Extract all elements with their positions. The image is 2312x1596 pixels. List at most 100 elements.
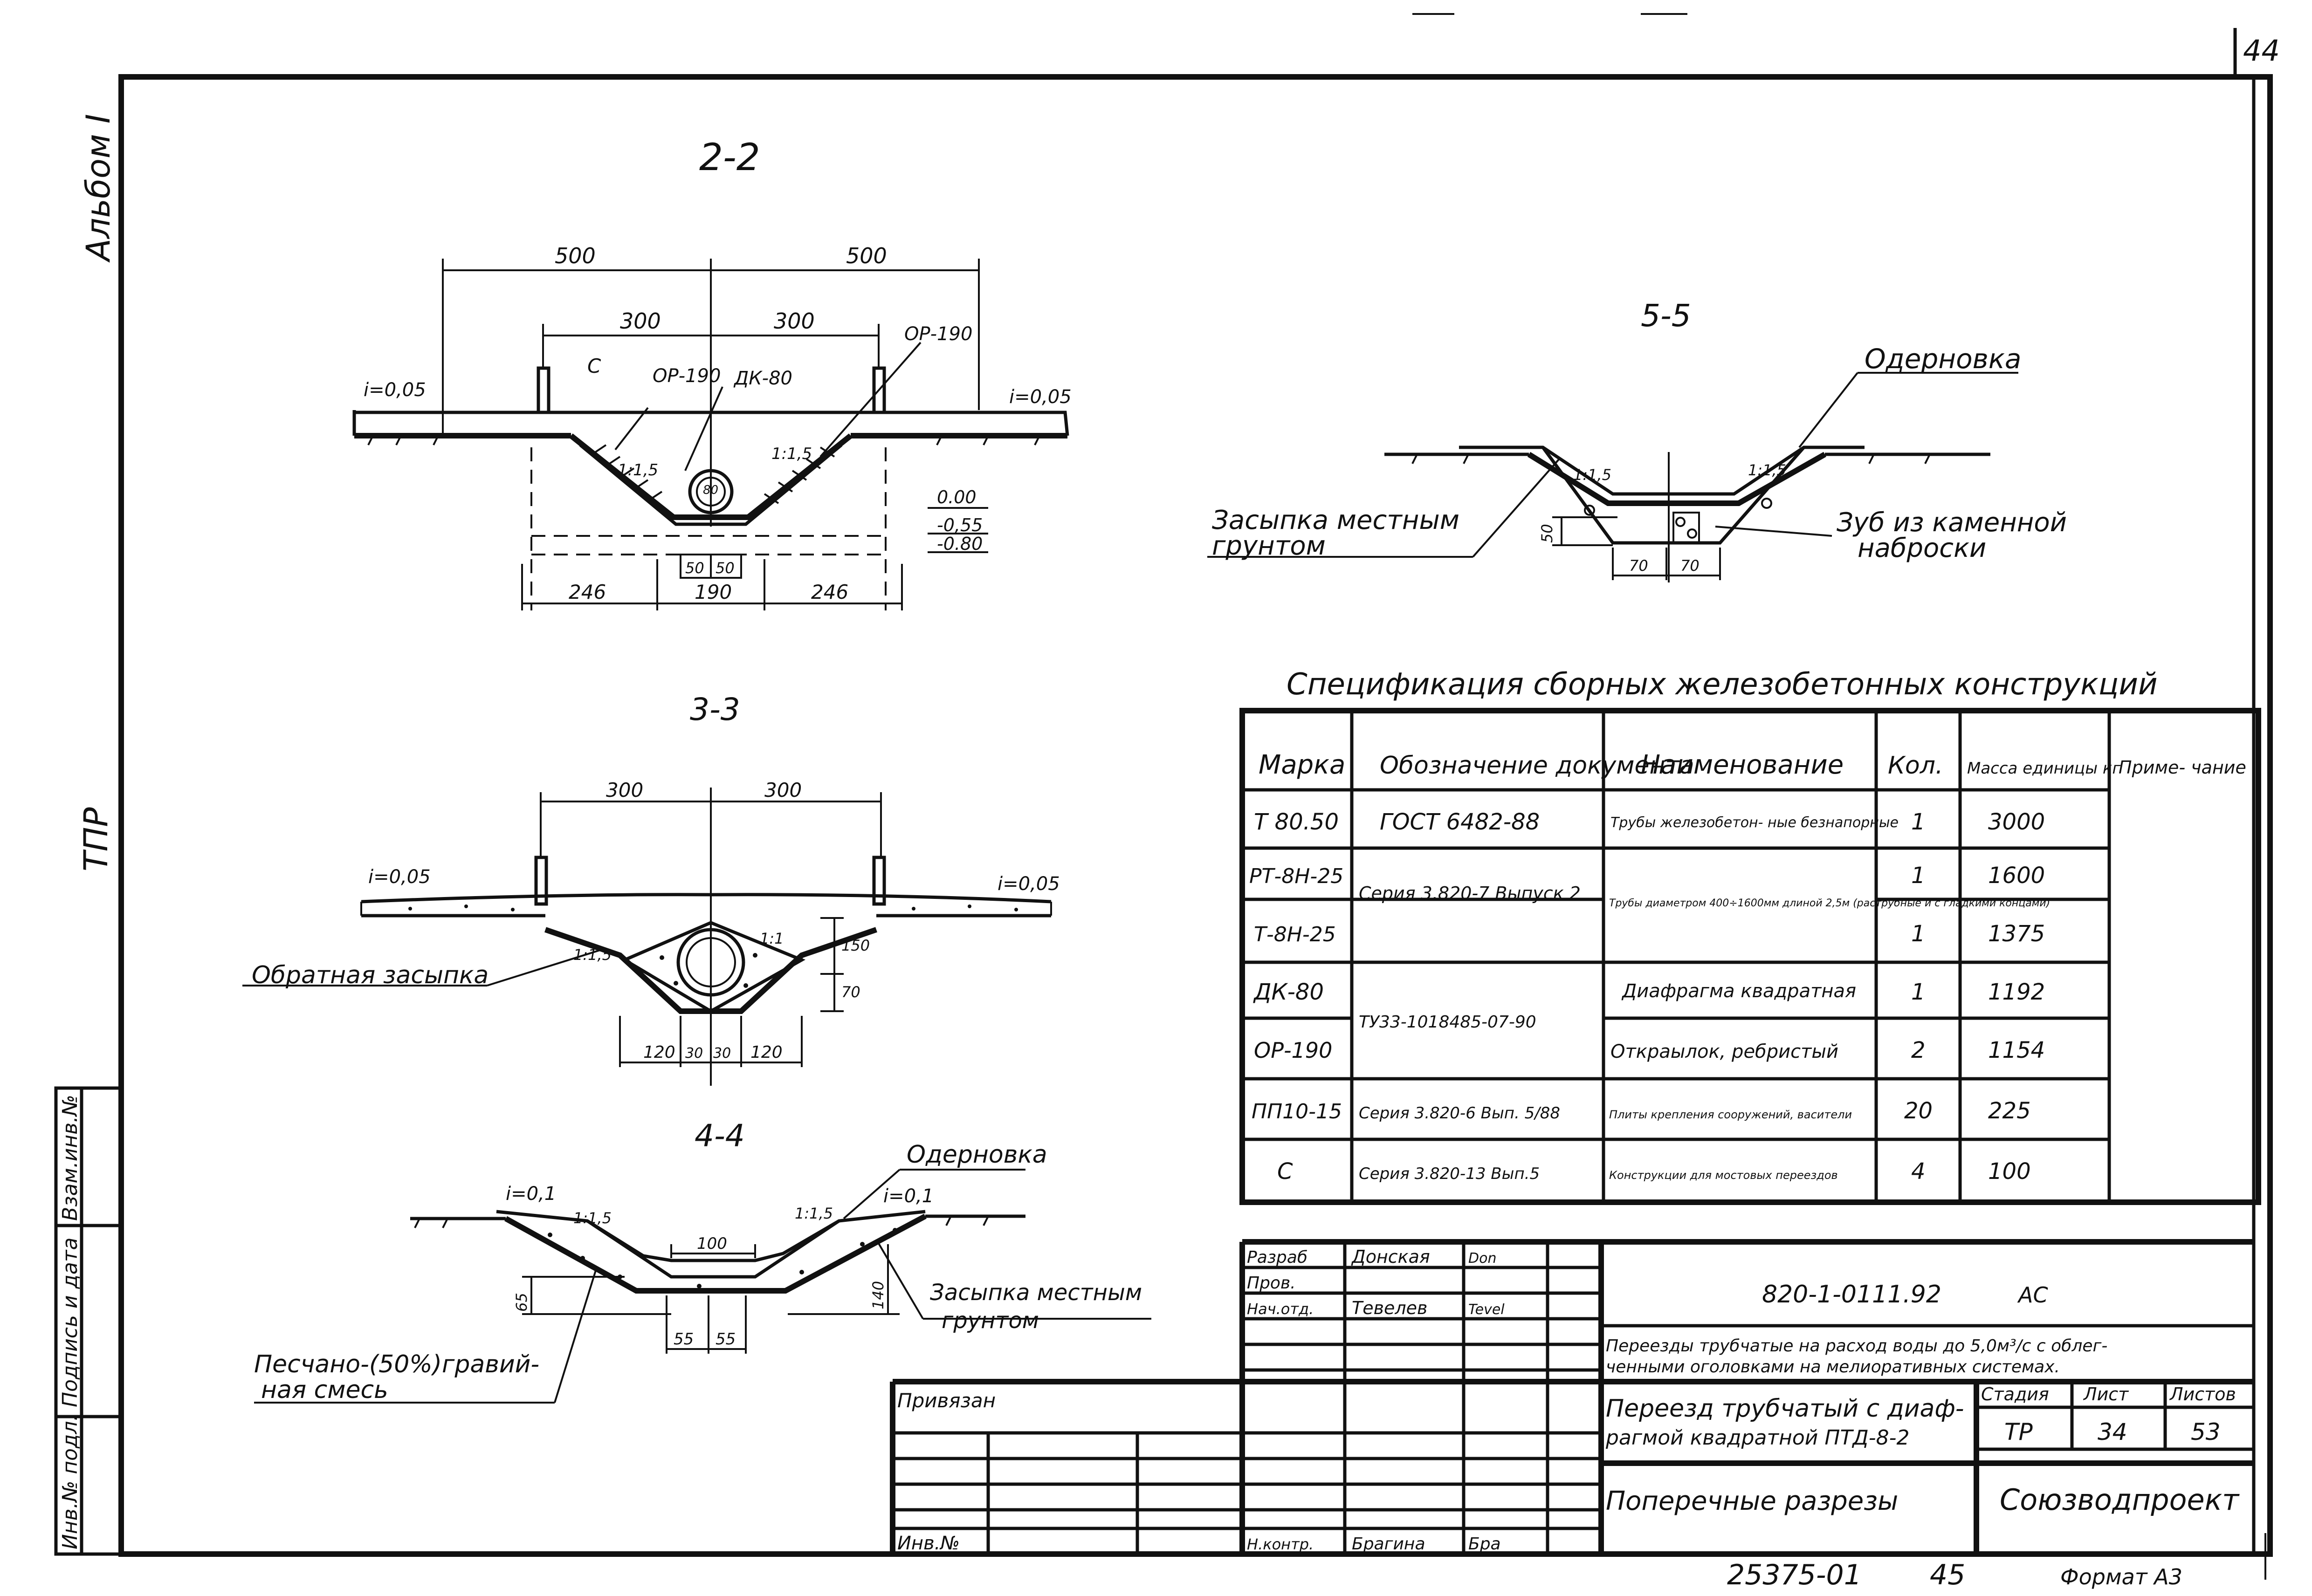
stamp-inv-no: Инв.№ (897, 1533, 960, 1554)
s33-slope-left: i=0,05 (368, 866, 431, 888)
s55-callout-sod: Одерновка (1865, 343, 2021, 375)
spec-row-0-mark: Т 80.50 (1254, 809, 1339, 835)
outer-frame (118, 74, 2273, 1557)
spec-row-6-name: Конструкции для мостовых переездов (1609, 1169, 1838, 1182)
s22-dim-bottom-0: 246 (569, 581, 606, 603)
spec-row-2-mark: Т-8Н-25 (1254, 923, 1336, 946)
s44-dim-top: 100 (697, 1234, 727, 1253)
s33-dim-bottom-2: 30 (713, 1045, 731, 1062)
spec-row-3-mass: 1192 (1988, 979, 2045, 1005)
s44-callout-sand-1: Песчано-(50%)гравий- (254, 1350, 539, 1378)
s22-level-0: 0.00 (937, 487, 977, 507)
stamp-sheets-header: Листов (2169, 1384, 2236, 1404)
s33-dim-bottom-3: 120 (750, 1043, 783, 1062)
dim-300-right: 300 (774, 308, 815, 334)
spec-row-6-qty: 4 (1911, 1158, 1926, 1185)
s44-dim-bottom-0: 55 (674, 1330, 694, 1349)
s22-slope-right: i=0,05 (1009, 386, 1072, 408)
spec-row-1-mass: 1600 (1988, 863, 2045, 889)
stamp-privyazan: Привязан (897, 1389, 996, 1412)
s33-dim-bottom-1: 30 (685, 1045, 703, 1062)
s22-level-1: -0,55 (937, 515, 983, 535)
s44-slope-left: i=0,1 (506, 1183, 556, 1205)
s33-dim-right-top: 150 (841, 937, 870, 954)
spec-row-0-mass: 3000 (1988, 809, 2045, 835)
spec-row-6-mark: С (1277, 1158, 1293, 1185)
section-4-4-title: 4-4 (695, 1118, 745, 1154)
side-stamp-replace: Взам.инв.№ (58, 1095, 82, 1221)
spec-row-3-doc: ТУ33-1018485-07-90 (1359, 1013, 1536, 1032)
s33-slope-right: i=0,05 (998, 873, 1060, 895)
title-block-grid (890, 1239, 2254, 1554)
s22-label-op-left: ОР-190 (653, 365, 721, 387)
stamp-doc-suffix: АС (2017, 1282, 2048, 1308)
stamp-role-checker: Пров. (1247, 1274, 1296, 1293)
spec-row-6-doc: Серия 3.820-13 Вып.5 (1359, 1164, 1540, 1183)
s22-dim-small-1: 50 (716, 559, 735, 577)
spec-row-5-mark: ПП10-15 (1252, 1100, 1342, 1123)
s33-dim-top-1: 300 (764, 779, 802, 801)
section-5-5-title: 5-5 (1641, 298, 1691, 334)
archive-number: 25375-01 (1727, 1559, 1862, 1591)
s55-dim-bottom-1: 70 (1680, 557, 1700, 575)
spec-title: Спецификация сборных железобетонных конс… (1287, 667, 2158, 702)
s22-ratio-right: 1:1,5 (771, 445, 812, 463)
stamp-stage-header: Стадия (1981, 1384, 2049, 1404)
s22-label-op-right: ОР-190 (904, 323, 972, 345)
spec-header-note: Приме- чание (2119, 757, 2246, 778)
s33-dim-top-0: 300 (606, 779, 643, 801)
s22-dim-small-0: 50 (685, 559, 704, 577)
tpr-label: ТПР (77, 807, 115, 871)
s44-callout-sand-2: ная смесь (261, 1376, 388, 1404)
stamp-stage: ТР (2004, 1418, 2033, 1445)
spec-row-2-mass: 1375 (1988, 921, 2045, 947)
s22-label-c: С (587, 355, 601, 377)
spec-row-0-qty: 1 (1911, 809, 1926, 835)
stamp-drawing-title-2: рагмой квадратной ПТД-8-2 (1605, 1426, 1909, 1450)
s33-ratio-left: 1:1,5 (573, 946, 612, 964)
dim-500-right: 500 (846, 243, 887, 268)
dim-500-left: 500 (555, 243, 596, 268)
side-stamp-sign: Подпись и дата (58, 1238, 82, 1407)
side-stamp (54, 1086, 123, 1556)
stamp-role-developer: Разраб (1247, 1248, 1307, 1267)
spec-row-3-mark: ДК-80 (1253, 979, 1324, 1005)
album-label: Альбом I (79, 114, 117, 263)
spec-row-0-doc: ГОСТ 6482-88 (1380, 809, 1540, 835)
s55-dim-bottom-0: 70 (1629, 557, 1648, 575)
spec-header-doc: Обозначение документа (1380, 752, 1694, 780)
stamp-doc-code: 820-1-0111.92 (1762, 1281, 1941, 1308)
spec-header-name: Наименование (1641, 750, 1844, 780)
signature-head: Tevel (1468, 1301, 1505, 1318)
spec-row-3-qty: 1 (1911, 979, 1926, 1005)
stamp-organization: Союзводпроект (2000, 1483, 2240, 1517)
s33-dim-bottom-0: 120 (643, 1043, 675, 1062)
s22-dim-bottom-1: 190 (695, 581, 732, 603)
spec-header-mass: Масса единицы кг (1967, 759, 2121, 778)
s33-dim-right-bottom: 70 (841, 983, 860, 1001)
spec-row-3-name: Диафрагма квадратная (1621, 980, 1856, 1002)
s55-dim-left: 50 (1538, 524, 1556, 543)
s44-slope-right: i=0,1 (883, 1185, 934, 1207)
s33-ratio-right: 1:1 (760, 930, 784, 947)
s55-callout-tooth-2: наброски (1858, 533, 1986, 563)
spec-row-4-name: Откраылок, ребристый (1610, 1041, 1838, 1062)
dim-300-left: 300 (620, 308, 661, 334)
s55-callout-fill-1: Засыпка местным (1212, 505, 1459, 535)
s33-callout-backfill: Обратная засыпка (252, 961, 489, 989)
s22-pipe-label: 80 (703, 483, 718, 497)
spec-row-5-name: Плиты крепления сооружений, васители (1609, 1108, 1852, 1121)
signature-developer: Don (1468, 1250, 1496, 1267)
spec-row-0-name: Трубы железобетон- ные безнапорные (1610, 815, 1899, 831)
s55-callout-tooth-1: Зуб из каменной (1837, 507, 2067, 538)
s44-callout-fill-2: грунтом (942, 1308, 1039, 1334)
format-label: Формат А3 (2060, 1564, 2182, 1589)
s22-level-2: -0.80 (937, 534, 983, 554)
s22-slope-left: i=0,05 (364, 379, 426, 401)
stamp-role-norm: Н.контр. (1247, 1535, 1314, 1553)
s22-ratio-left: 1:1,5 (618, 461, 658, 479)
s55-ratio-left: 1:1,5 (1573, 466, 1611, 484)
spec-row-4-mark: ОР-190 (1254, 1038, 1332, 1063)
s44-ratio-left: 1:1,5 (573, 1209, 612, 1227)
